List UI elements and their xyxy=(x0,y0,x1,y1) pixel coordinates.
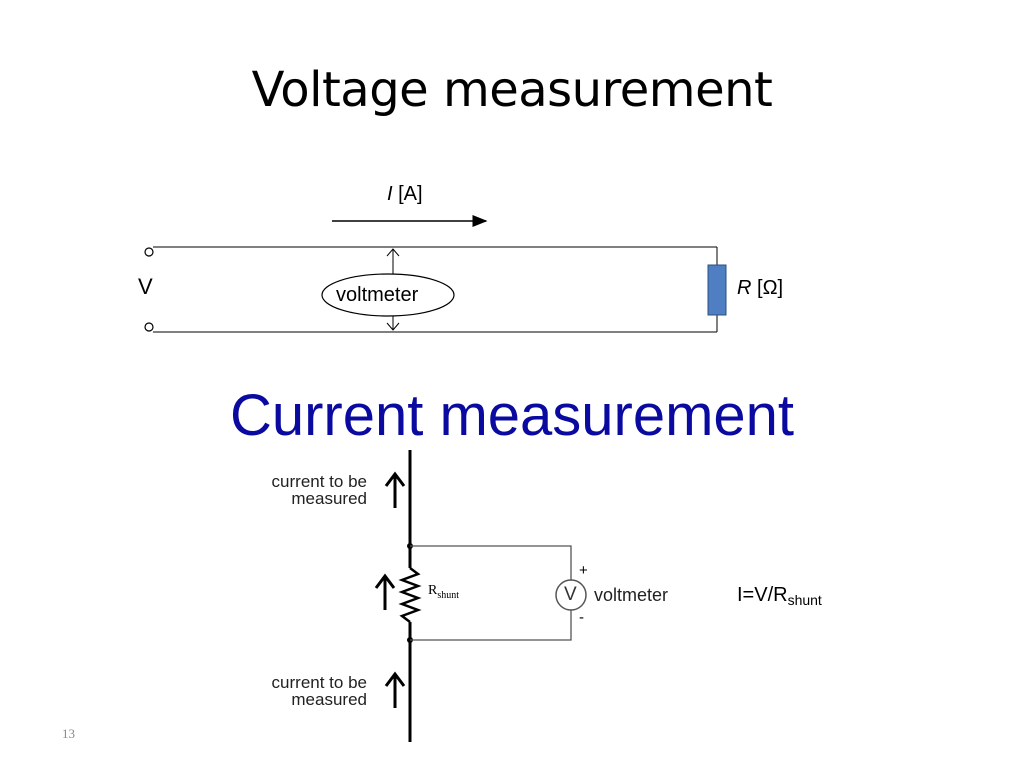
current-label: I [A] xyxy=(387,183,423,206)
top-current-label-line2: measured xyxy=(291,489,367,508)
voltmeter-symbol: V xyxy=(564,584,577,605)
shunt-subscript: shunt xyxy=(437,589,460,601)
current-symbol: I xyxy=(387,183,393,205)
minus-sign: - xyxy=(579,609,584,626)
voltmeter-label: voltmeter xyxy=(336,284,419,306)
shunt-symbol: R xyxy=(428,583,438,598)
bottom-current-label: current to be measured xyxy=(254,674,367,708)
resistance-symbol: R xyxy=(737,277,752,299)
voltmeter-circle xyxy=(555,579,587,611)
bottom-terminal xyxy=(144,322,154,332)
formula-main: I=V/R xyxy=(737,584,788,606)
arrow-up-shunt-icon xyxy=(374,573,396,610)
bottom-current-label-line1: current to be xyxy=(271,673,367,692)
arrow-up-top-icon xyxy=(384,471,406,508)
plus-sign: + xyxy=(579,562,588,579)
resistance-label: R [Ω] xyxy=(737,277,783,300)
formula-subscript: shunt xyxy=(787,592,822,608)
bottom-current-label-line2: measured xyxy=(291,690,367,709)
shunt-label: Rshunt xyxy=(428,583,459,601)
source-voltage-label: V xyxy=(138,274,153,299)
probe-arrow-bottom xyxy=(386,322,400,331)
page-number: 13 xyxy=(62,726,75,741)
current-circuit xyxy=(374,450,587,742)
probe-arrow-top xyxy=(386,248,400,257)
resistance-unit: [Ω] xyxy=(751,277,784,299)
shunt-voltmeter-label: voltmeter xyxy=(594,585,669,605)
voltmeter-ellipse xyxy=(321,273,455,317)
voltage-circuit xyxy=(144,215,727,333)
shunt-resistor-zigzag xyxy=(398,567,422,623)
current-measurement-title: Current measurement xyxy=(229,383,795,448)
current-unit: [A] xyxy=(392,183,423,205)
voltage-measurement-title: Voltage measurement xyxy=(251,62,773,118)
shunt-formula: I=V/Rshunt xyxy=(737,584,822,608)
top-current-label-line1: current to be xyxy=(271,472,367,491)
resistor-symbol xyxy=(707,264,727,316)
top-terminal xyxy=(144,247,154,257)
top-current-label: current to be measured xyxy=(254,473,367,507)
arrow-up-bottom-icon xyxy=(384,671,406,708)
